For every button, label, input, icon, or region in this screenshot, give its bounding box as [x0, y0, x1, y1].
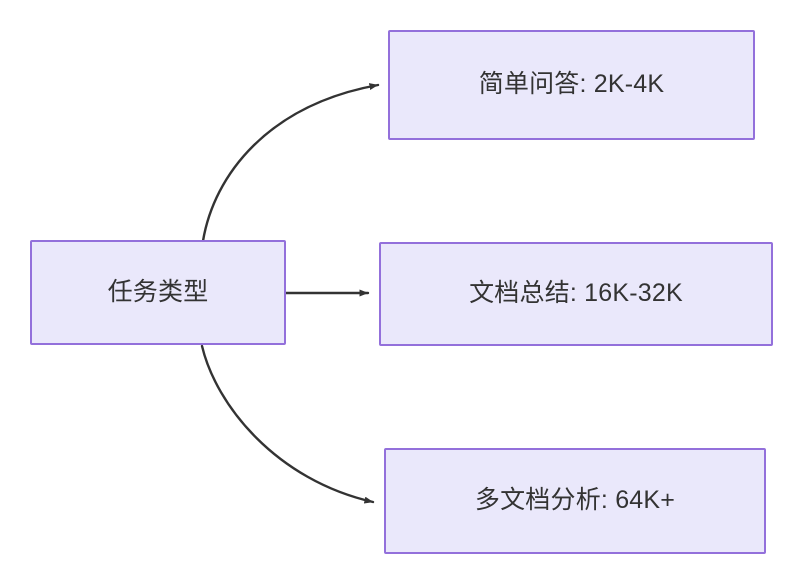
flow-node-label: 简单问答: 2K-4K — [478, 70, 665, 99]
flow-node-label: 文档总结: 16K-32K — [469, 279, 683, 308]
flow-node-label: 任务类型 — [107, 277, 209, 306]
flow-node-label: 多文档分析: 64K+ — [474, 486, 676, 515]
flow-node-simple-qa[interactable]: 简单问答: 2K-4K — [388, 30, 755, 140]
edge-source-to-multi-doc — [200, 344, 375, 504]
edge-source-to-simple-qa — [201, 83, 380, 243]
flow-node-doc-summary[interactable]: 文档总结: 16K-32K — [379, 242, 773, 346]
flow-node-multi-doc[interactable]: 多文档分析: 64K+ — [384, 448, 766, 554]
flow-node-task-type[interactable]: 任务类型 — [30, 240, 286, 345]
